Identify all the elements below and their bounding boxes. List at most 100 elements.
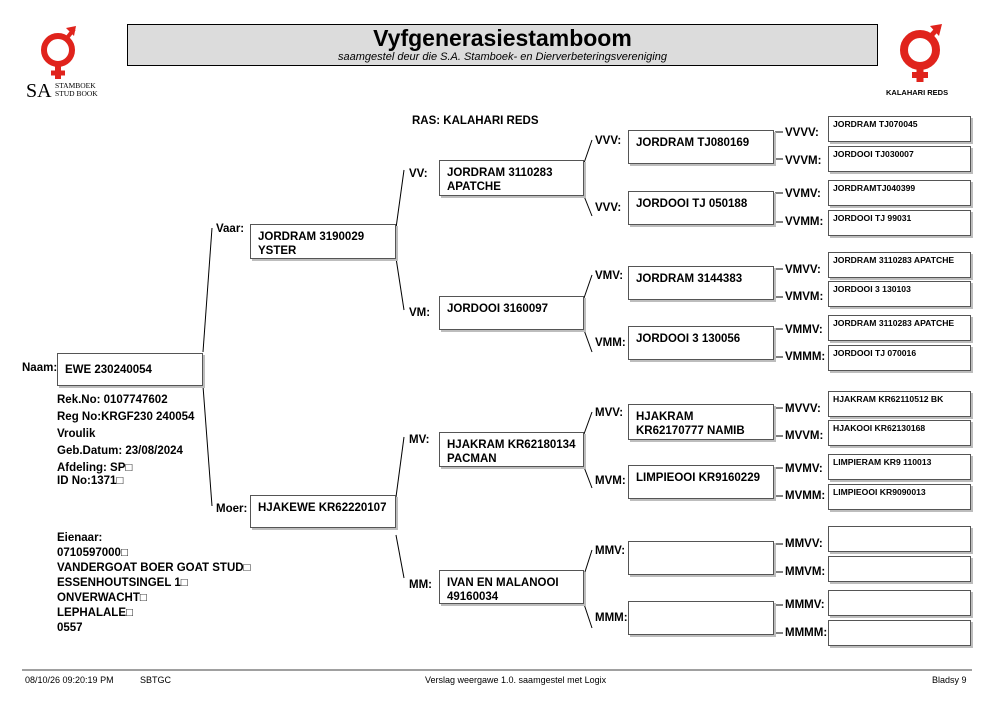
vmv-label: VMV:	[595, 270, 624, 282]
mmvm-name	[829, 557, 970, 559]
mvvm-label: MVVM:	[785, 430, 824, 442]
vmmv-label: VMMV:	[785, 324, 823, 336]
vvv-box: JORDRAM TJ080169	[628, 130, 774, 164]
mmvv-box	[828, 526, 971, 552]
subject-box: EWE 230240054	[57, 353, 203, 386]
vmvv-label: VMVV:	[785, 264, 821, 276]
mvv-name: HJAKRAM KR62170777 NAMIB	[636, 411, 745, 437]
vmvm-box: JORDOOI 3 130103	[828, 281, 971, 307]
vmmv-box: JORDRAM 3110283 APATCHE	[828, 315, 971, 341]
logo-sa-text: SA	[26, 80, 52, 102]
vm-box: JORDOOI 3160097	[439, 296, 584, 330]
mmv-name	[629, 542, 773, 547]
logo-right: KALAHARI REDS	[880, 22, 964, 102]
vv-label: VV:	[409, 168, 428, 180]
vvm-name: JORDOOI TJ 050188	[636, 198, 748, 210]
mvmv-box: LIMPIERAM KR9 110013	[828, 454, 971, 480]
vvmm-name: JORDOOI TJ 99031	[833, 213, 912, 223]
vmmm-label: VMMM:	[785, 351, 826, 363]
owner-line: LEPHALALE□	[57, 607, 133, 619]
vvmv-box: JORDRAMTJ040399	[828, 180, 971, 206]
owner-line: VANDERGOAT BOER GOAT STUD□	[57, 562, 251, 574]
logo-stamboek-text: STAMBOEK STUD BOOK	[55, 82, 98, 98]
id-no: ID No:1371□	[57, 475, 124, 487]
mvm-label: MVM:	[595, 475, 626, 487]
vmvm-label: VMVM:	[785, 291, 824, 303]
birth-date: Geb.Datum: 23/08/2024	[57, 445, 183, 457]
footer-code: SBTGC	[140, 675, 172, 685]
sex: Vroulik	[57, 428, 96, 440]
sa-stamboek-logo-icon	[41, 26, 76, 79]
animal-info: Rek.No: 0107747602 Reg No:KRGF230 240054…	[57, 392, 194, 490]
mmmv-name	[829, 591, 970, 593]
footer-page-number: Bladsy 9	[932, 675, 967, 685]
mv-box: HJAKRAM KR62180134 PACMAN	[439, 432, 584, 467]
reg-no: Reg No:KRGF230 240054	[57, 411, 195, 423]
mmvm-label: MMVM:	[785, 566, 826, 578]
mv-name: HJAKRAM KR62180134 PACMAN	[447, 439, 576, 465]
mvmm-box: LIMPIEOOI KR9090013	[828, 484, 971, 510]
mvmv-name: LIMPIERAM KR9 110013	[833, 457, 932, 467]
mmmv-label: MMMV:	[785, 599, 825, 611]
vm-name: JORDOOI 3160097	[447, 303, 549, 315]
mmm-name	[629, 602, 773, 607]
mvm-box: LIMPIEOOI KR9160229	[628, 465, 774, 499]
mm-box: IVAN EN MALANOOI 49160034	[439, 570, 584, 604]
vaar-label: Vaar:	[216, 223, 245, 235]
breed-label: RAS: KALAHARI REDS	[412, 115, 539, 127]
vv-box: JORDRAM 3110283 APATCHE	[439, 160, 584, 196]
vmvm-name: JORDOOI 3 130103	[833, 284, 911, 294]
owner-line: 0710597000□	[57, 547, 128, 559]
vmv-name: JORDRAM 3144383	[636, 273, 743, 285]
owner-line: ONVERWACHT□	[57, 592, 147, 604]
mvvv-box: HJAKRAM KR62110512 BK	[828, 391, 971, 417]
vvvm-label: VVVM:	[785, 155, 822, 167]
vvmv-label: VVMV:	[785, 188, 821, 200]
mvmm-label: MVMM:	[785, 490, 826, 502]
mmmm-label: MMMM:	[785, 627, 828, 639]
mm-name: IVAN EN MALANOOI 49160034	[447, 577, 559, 603]
owner-line: 0557	[57, 622, 83, 634]
page-title: Vyfgenerasiestamboom	[373, 25, 632, 51]
vmvv-box: JORDRAM 3110283 APATCHE	[828, 252, 971, 278]
vmmm-box: JORDOOI TJ 070016	[828, 345, 971, 371]
mv-label: MV:	[409, 434, 430, 446]
vvmv-name: JORDRAMTJ040399	[833, 183, 916, 193]
vmmm-name: JORDOOI TJ 070016	[833, 348, 917, 358]
vvmm-label: VVMM:	[785, 216, 824, 228]
logo-small-line1: STAMBOEK	[55, 81, 96, 90]
vvvm-name: JORDOOI TJ030007	[833, 149, 914, 159]
vmm-name: JORDOOI 3 130056	[636, 333, 741, 345]
kalahari-reds-logo-icon	[900, 24, 942, 82]
vm-label: VM:	[409, 307, 431, 319]
mmvv-name	[829, 527, 970, 529]
mmmv-box	[828, 590, 971, 616]
mmvm-box	[828, 556, 971, 582]
rek-no: Rek.No: 0107747602	[57, 394, 168, 406]
vaar-box: JORDRAM 3190029 YSTER	[250, 224, 396, 259]
vmv-box: JORDRAM 3144383	[628, 266, 774, 300]
division: Afdeling: SP□	[57, 462, 133, 474]
vvmm-box: JORDOOI TJ 99031	[828, 210, 971, 236]
mmm-label: MMM:	[595, 612, 628, 624]
vvm-label: VVV:	[595, 202, 622, 214]
vmm-box: JORDOOI 3 130056	[628, 326, 774, 360]
vaar-name: JORDRAM 3190029 YSTER	[258, 231, 365, 257]
footer-timestamp: 08/10/26 09:20:19 PM	[25, 675, 114, 685]
mvvv-name: HJAKRAM KR62110512 BK	[833, 394, 944, 404]
mvvv-label: MVVV:	[785, 403, 821, 415]
subject-name: EWE 230240054	[65, 364, 152, 376]
vvvv-label: VVVV:	[785, 127, 819, 139]
owner-label: Eienaar:	[57, 532, 103, 544]
mmv-box	[628, 541, 774, 575]
mmv-label: MMV:	[595, 545, 626, 557]
vmvv-name: JORDRAM 3110283 APATCHE	[833, 255, 955, 265]
vvv-label: VVV:	[595, 135, 622, 147]
mvvm-box: HJAKOOI KR62130168	[828, 420, 971, 446]
vvm-box: JORDOOI TJ 050188	[628, 191, 774, 225]
mvvm-name: HJAKOOI KR62130168	[833, 423, 926, 433]
mvm-name: LIMPIEOOI KR9160229	[636, 472, 760, 484]
vmm-label: VMM:	[595, 337, 626, 349]
moer-label: Moer:	[216, 503, 248, 515]
